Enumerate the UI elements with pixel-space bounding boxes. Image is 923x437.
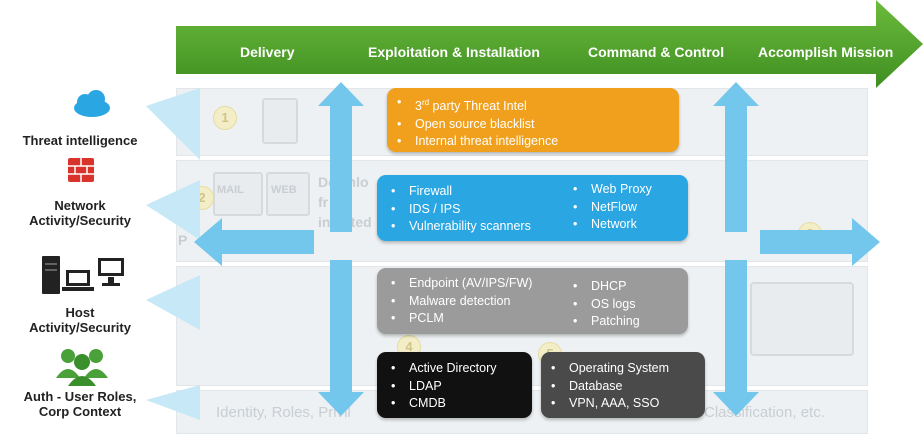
stage-delivery: Delivery	[240, 44, 295, 60]
web-label: WEB	[271, 184, 297, 196]
faded-p-text: P	[178, 232, 188, 248]
auth-systems-box: Operating System Database VPN, AAA, SSO	[541, 352, 705, 418]
box-item: Web Proxy	[569, 181, 652, 199]
mail-label: MAIL	[217, 184, 244, 196]
arrow-down-left	[318, 260, 364, 416]
box-item: Vulnerability scanners	[387, 218, 531, 236]
monitor-icon	[750, 282, 854, 356]
category-auth-user-roles: Auth - User Roles, Corp Context	[23, 389, 137, 419]
arrow-right	[760, 218, 880, 266]
box-item: Database	[547, 378, 669, 396]
box-item: Malware detection	[387, 293, 532, 311]
box-item: 3rd party Threat Intel	[393, 94, 558, 116]
host-box: Endpoint (AV/IPS/FW) Malware detection P…	[377, 268, 688, 334]
box-item: LDAP	[387, 378, 497, 396]
mail-server-icon	[213, 172, 263, 216]
category-network-activity: Network Activity/Security	[29, 198, 131, 228]
callout-auth	[146, 385, 200, 420]
box-item: DHCP	[569, 278, 640, 296]
box-item: IDS / IPS	[387, 201, 531, 219]
stage-exploitation: Exploitation & Installation	[368, 44, 540, 60]
box-item: VPN, AAA, SSO	[547, 395, 669, 413]
threat-intel-box: 3rd party Threat Intel Open source black…	[387, 88, 679, 152]
stage-command-control: Command & Control	[588, 44, 725, 60]
process-arrow-band	[176, 0, 923, 88]
step-number: 1	[213, 106, 237, 130]
arrow-down-right	[713, 260, 759, 416]
document-icon	[262, 98, 298, 144]
category-host-activity: Host Activity/Security	[29, 305, 131, 335]
arrow-up-right	[713, 82, 759, 232]
box-item: Internal threat intelligence	[393, 133, 558, 151]
faded-identity-text: Identity, Roles, Privil	[216, 404, 351, 421]
computers-icon	[42, 256, 124, 294]
firewall-icon	[68, 158, 94, 182]
arrow-left	[194, 218, 314, 266]
box-item: Operating System	[547, 360, 669, 378]
category-threat-intelligence: Threat intelligence	[22, 133, 138, 148]
box-item: Endpoint (AV/IPS/FW)	[387, 275, 532, 293]
auth-directory-box: Active Directory LDAP CMDB	[377, 352, 532, 418]
cloud-icon	[74, 90, 110, 117]
web-server-icon	[266, 172, 310, 216]
box-item: Active Directory	[387, 360, 497, 378]
callout-host	[146, 275, 200, 330]
box-item: Patching	[569, 313, 640, 331]
callout-network	[146, 180, 200, 240]
arrow-up-left	[318, 82, 364, 232]
box-item: CMDB	[387, 395, 497, 413]
users-icon	[56, 349, 108, 386]
box-item: Firewall	[387, 183, 531, 201]
faded-from-text: fr	[318, 194, 329, 210]
box-item: Network	[569, 216, 652, 234]
stage-accomplish-mission: Accomplish Mission	[758, 44, 894, 60]
network-box: Firewall IDS / IPS Vulnerability scanner…	[377, 175, 688, 241]
box-item: NetFlow	[569, 199, 652, 217]
box-item: OS logs	[569, 296, 640, 314]
callout-threat	[146, 88, 200, 160]
box-item: Open source blacklist	[393, 116, 558, 134]
box-item: PCLM	[387, 310, 532, 328]
